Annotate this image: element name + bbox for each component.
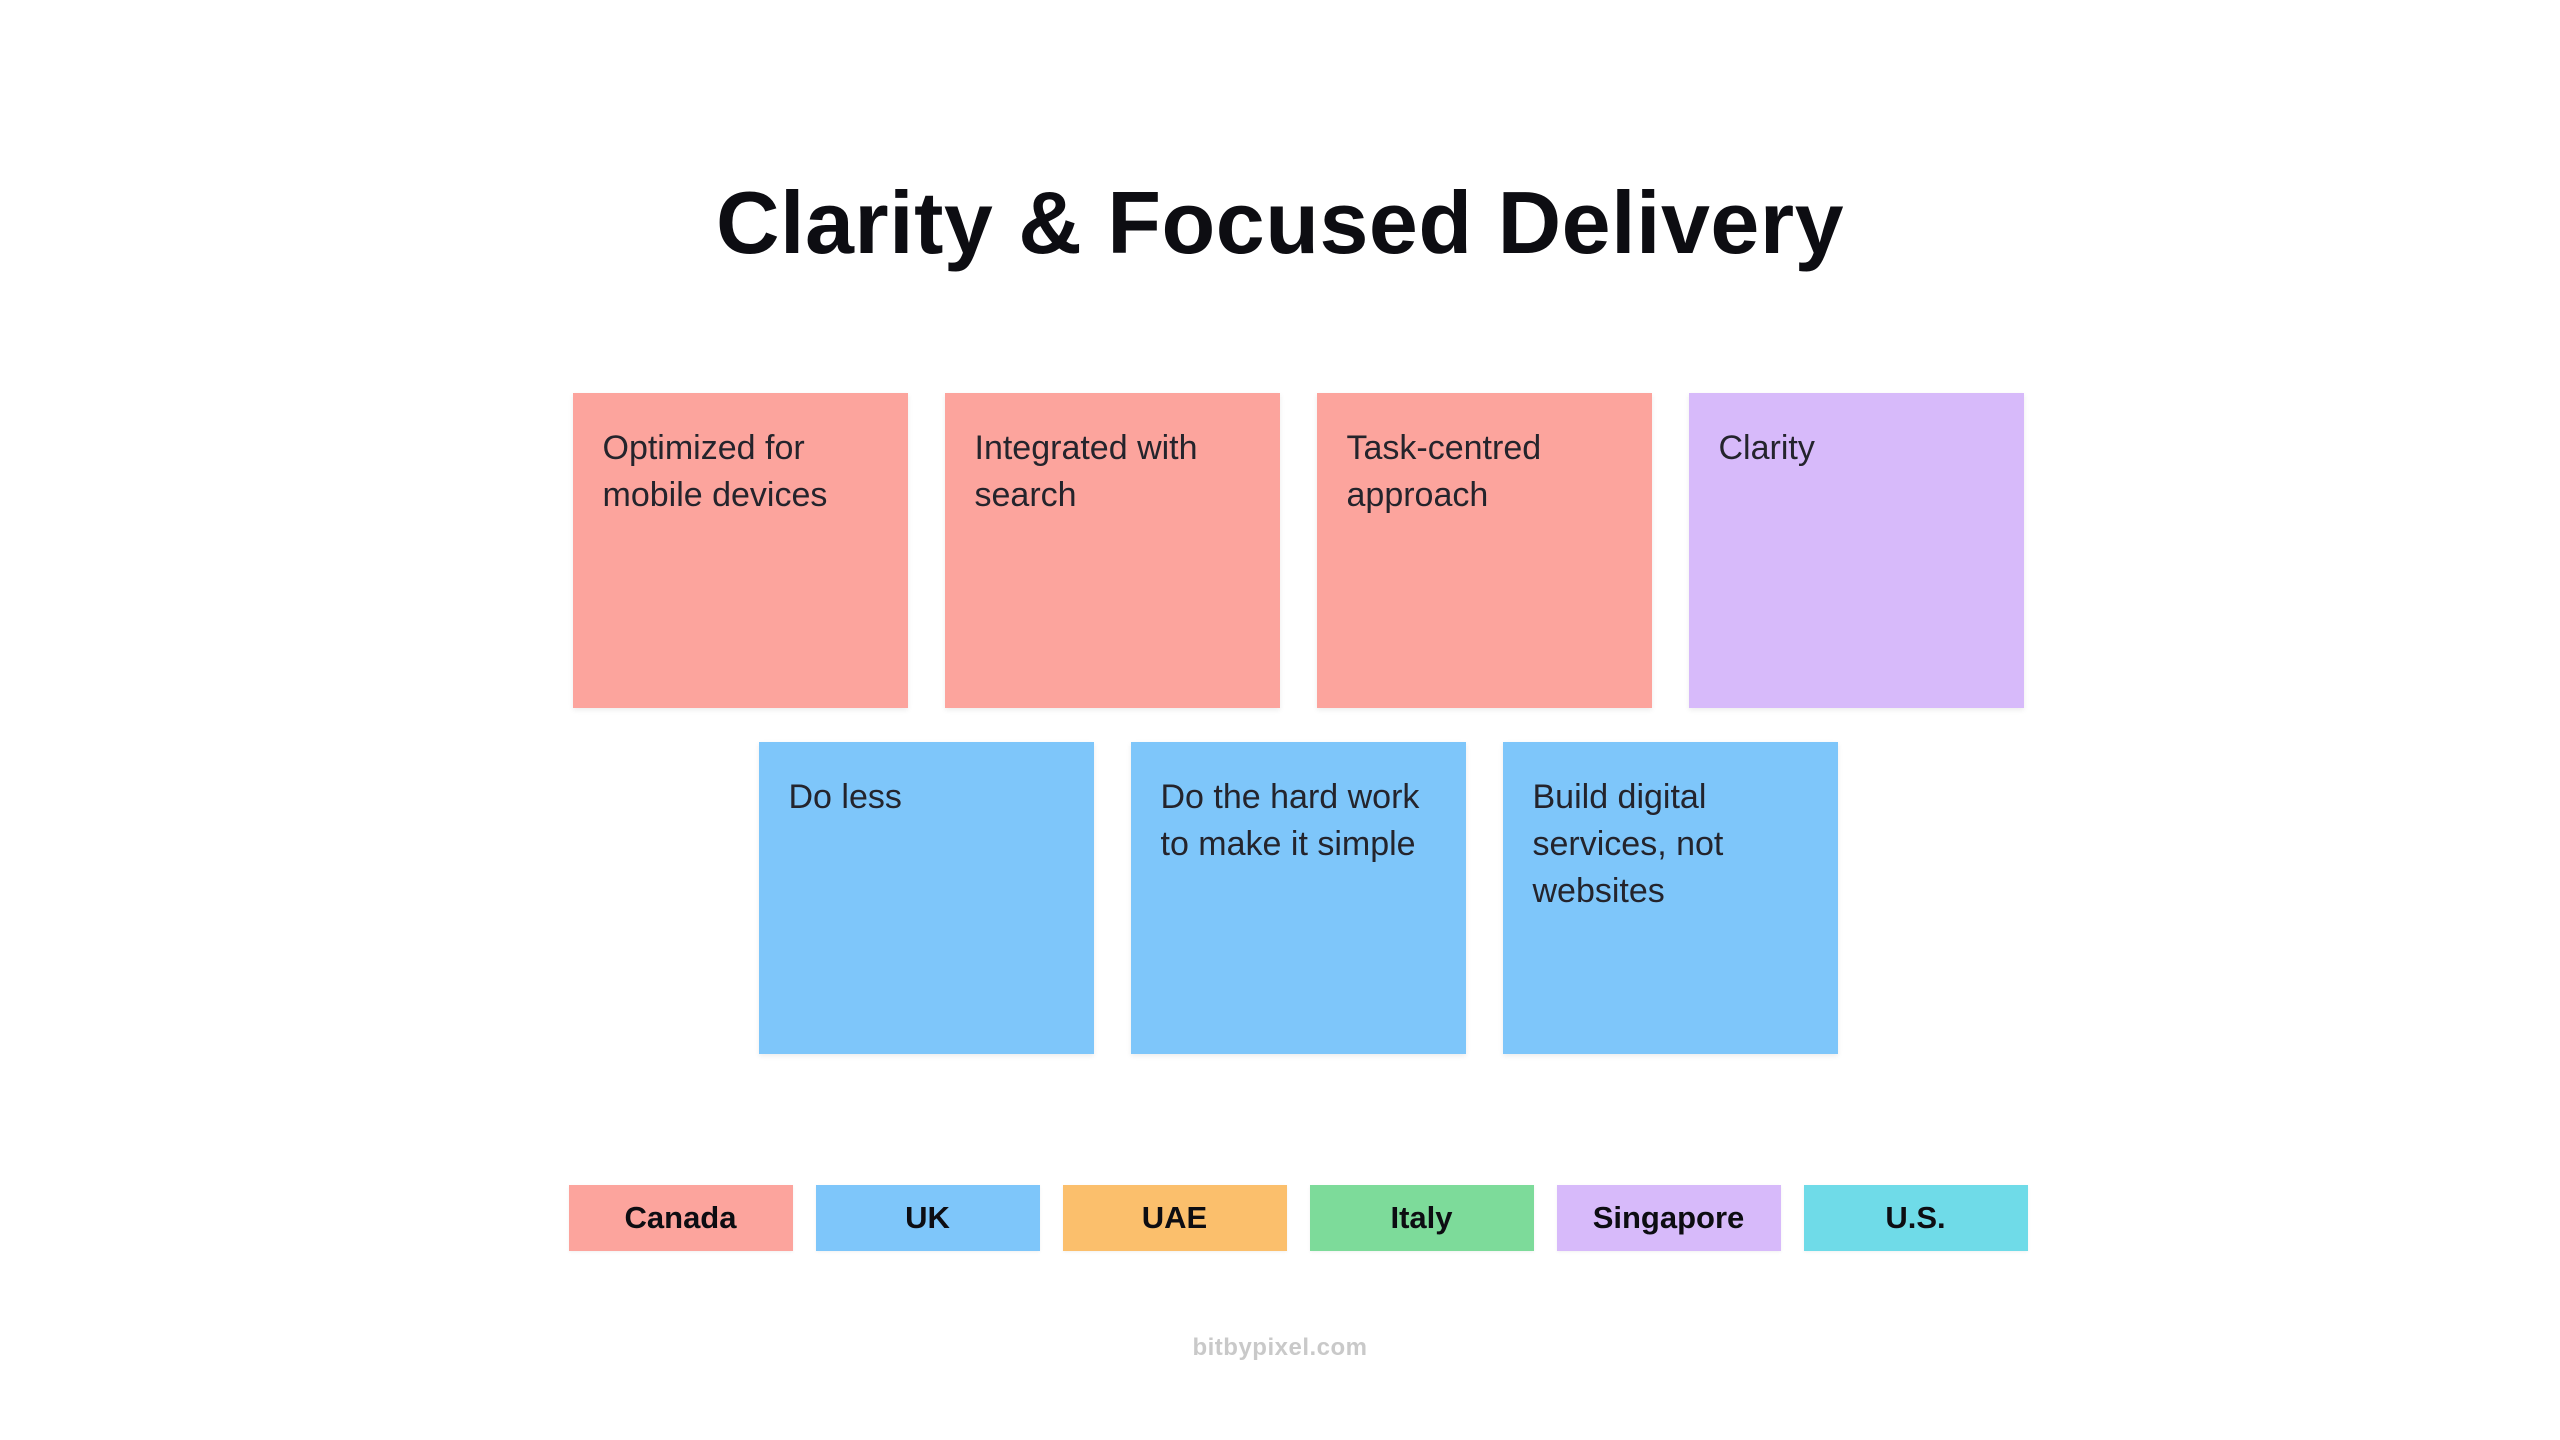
sticky-note-clarity: Clarity	[1688, 393, 2024, 708]
legend-chip-label: UAE	[1141, 1200, 1208, 1235]
page-title: Clarity & Focused Delivery	[715, 173, 1845, 272]
legend-chip-canada: Canada	[568, 1185, 793, 1251]
sticky-note-text: Clarity	[1718, 429, 1815, 467]
legend-chip-label: Canada	[624, 1200, 737, 1235]
legend-chip-uae: UAE	[1062, 1185, 1287, 1251]
notes-row-2: Do less Do the hard work to make it simp…	[0, 742, 2560, 1054]
sticky-note-hard-work-simple: Do the hard work to make it simple	[1130, 742, 1466, 1054]
sticky-note-text: Do less	[788, 778, 902, 816]
country-legend: Canada UK UAE Italy Singapore U.S.	[0, 1185, 2560, 1251]
legend-chip-label: Italy	[1390, 1200, 1453, 1235]
sticky-note-text: Do the hard work to make it simple	[1160, 778, 1420, 863]
legend-chip-singapore: Singapore	[1556, 1185, 1781, 1251]
notes-row-1: Optimized for mobile devices Integrated …	[0, 393, 2560, 708]
watermark-text: bitbypixel.com	[1192, 1334, 1368, 1361]
sticky-note-digital-services: Build digital services, not websites	[1502, 742, 1838, 1054]
sticky-note-text: Integrated with search	[974, 429, 1198, 514]
sticky-note-optimized-mobile: Optimized for mobile devices	[572, 393, 908, 708]
sticky-note-integrated-search: Integrated with search	[944, 393, 1280, 708]
sticky-note-task-centred: Task-centred approach	[1316, 393, 1652, 708]
legend-chip-uk: UK	[815, 1185, 1040, 1251]
sticky-note-text: Optimized for mobile devices	[602, 429, 828, 514]
sticky-note-text: Task-centred approach	[1346, 429, 1542, 514]
legend-chip-us: U.S.	[1803, 1185, 2028, 1251]
legend-chip-label: Singapore	[1592, 1200, 1745, 1235]
legend-chip-label: UK	[905, 1200, 950, 1235]
sticky-note-text: Build digital services, not websites	[1532, 778, 1724, 910]
sticky-note-do-less: Do less	[758, 742, 1094, 1054]
legend-chip-italy: Italy	[1309, 1185, 1534, 1251]
legend-chip-label: U.S.	[1885, 1200, 1946, 1235]
